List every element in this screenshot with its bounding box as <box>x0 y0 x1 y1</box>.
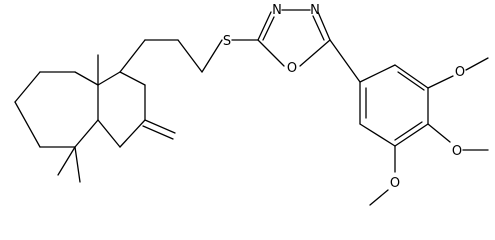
phenyl-ring <box>359 64 429 147</box>
atom-label-sulfur: S <box>223 34 231 49</box>
atom-label-methoxy-middle-oxygen: O <box>452 144 462 159</box>
biaryl-bond <box>329 39 361 83</box>
atom-labels: S O N N O O O <box>223 3 465 191</box>
molecule-drawing: S O N N O O O <box>14 3 489 206</box>
gem-dimethyl <box>57 146 81 183</box>
atom-label-ring-nitrogen-right: N <box>310 3 320 18</box>
atom-label-ring-nitrogen-left: N <box>272 3 282 18</box>
atom-label-methoxy-bottom-oxygen: O <box>390 176 400 191</box>
atom-label-methoxy-top-oxygen: O <box>455 65 465 80</box>
oxadiazole-ring <box>257 9 331 67</box>
exo-methylene <box>142 119 176 140</box>
decalin-right-ring <box>97 71 146 148</box>
ethyl-linker <box>119 39 223 73</box>
methoxy-groups <box>369 57 489 206</box>
chemical-structure-canvas: S O N N O O O <box>14 3 489 206</box>
decalin-left-ring <box>14 71 99 148</box>
atom-label-ring-oxygen: O <box>287 61 297 76</box>
